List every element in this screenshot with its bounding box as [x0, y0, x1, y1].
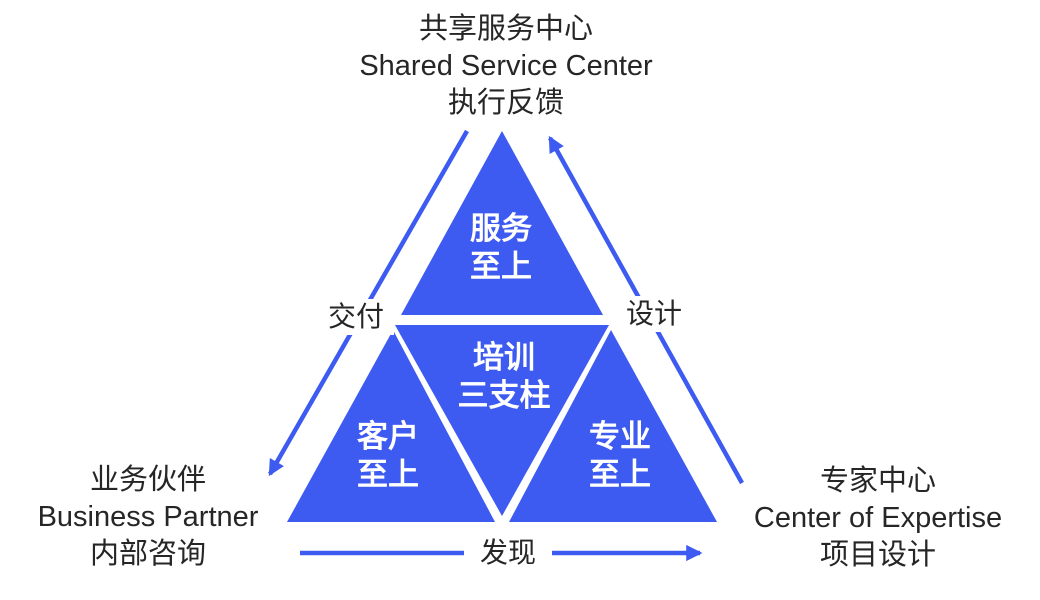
triangle-professional-bottom-right	[509, 330, 717, 522]
label-line: 培训	[473, 340, 535, 375]
business-partner-label: 业务伙伴 Business Partner 内部咨询	[38, 462, 259, 573]
center-of-expertise-label: 专家中心 Center of Expertise 项目设计	[754, 463, 1002, 574]
triangle-bottom-left-label: 客户 至上	[357, 418, 419, 494]
design-edge-label: 设计	[615, 296, 693, 332]
triangle-center-label: 培训 三支柱	[458, 339, 551, 415]
triangle-service-top	[401, 131, 603, 315]
label-line: Shared Service Center	[359, 50, 653, 82]
triangle-customer-bottom-left	[287, 330, 495, 522]
label-line: 至上	[470, 249, 532, 284]
label-line: Business Partner	[37, 501, 259, 533]
label-line: 内部咨询	[89, 538, 207, 570]
label-line: 执行反馈	[447, 87, 564, 119]
triangle-bottom-right-label: 专业 至上	[589, 418, 651, 494]
label-line: 专业	[589, 419, 651, 454]
label-line: 业务伙伴	[89, 464, 207, 496]
label-line: 三支柱	[457, 378, 551, 413]
label-line: 项目设计	[819, 539, 937, 571]
label-line: 专家中心	[819, 465, 937, 497]
label-line: 服务	[470, 211, 532, 246]
triangle-training-center	[395, 325, 609, 516]
label-line: 至上	[357, 457, 419, 492]
label-line: Center of Expertise	[753, 502, 1003, 534]
label-line: 共享服务中心	[418, 13, 593, 45]
shared-service-center-label: 共享服务中心 Shared Service Center 执行反馈	[359, 11, 652, 122]
label-line: 至上	[589, 457, 651, 492]
label-line: 客户	[357, 419, 419, 454]
triangle-top-label: 服务 至上	[470, 210, 532, 286]
delivery-edge-label: 交付	[317, 299, 395, 335]
discovery-edge-label: 发现	[463, 535, 553, 571]
